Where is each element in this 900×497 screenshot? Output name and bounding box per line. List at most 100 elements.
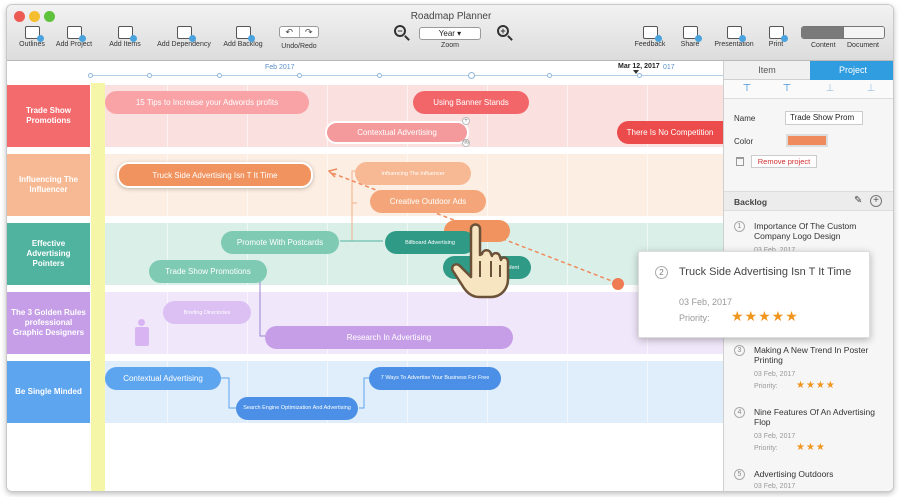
document-view-label: Document <box>847 42 879 49</box>
zoom-in-icon[interactable]: + <box>497 25 509 37</box>
distribute-icon[interactable]: ⊥ <box>866 83 876 94</box>
undo-redo-label: Undo/Redo <box>281 43 317 50</box>
content-view-segment[interactable] <box>802 27 843 38</box>
date-marker-tail: 017 <box>663 64 675 71</box>
feedback-icon <box>642 26 662 42</box>
zoom-label: Zoom <box>441 42 459 49</box>
roadmap-item[interactable]: 15 Tips to Increase your Adwords profits <box>105 91 309 114</box>
tooltip-date: 03 Feb, 2017 <box>679 297 733 307</box>
priority-stars: ★★★ <box>796 442 826 453</box>
window-title: Roadmap Planner <box>410 11 492 22</box>
roadmap-item-dragged[interactable]: Truck Side Advertising Isn T It Time <box>117 162 313 188</box>
zoom-window-button[interactable] <box>44 11 55 22</box>
lane-label-influencer[interactable]: Influencing The Influencer <box>7 154 90 216</box>
alignment-toolbar: ⊤ ⊤ ⊥ ⊥ <box>724 80 893 99</box>
presentation-button[interactable]: Presentation <box>713 26 755 58</box>
roadmap-item[interactable]: Using Banner Stands <box>413 91 529 114</box>
roadmap-item[interactable]: Research In Advertising <box>265 326 513 349</box>
remove-project-button[interactable]: Remove project <box>751 155 817 168</box>
item-add-icon[interactable]: + <box>462 117 470 125</box>
lane-label-single-minded[interactable]: Be Single Minded <box>7 361 90 423</box>
share-button[interactable]: Share <box>677 26 703 58</box>
print-icon <box>768 26 788 42</box>
backlog-item[interactable]: 3 Making A New Trend In Poster Printing … <box>734 345 892 397</box>
close-window-button[interactable] <box>14 11 25 22</box>
roadmap-item[interactable]: Trade Show Promotions <box>149 260 267 283</box>
zoom-out-icon[interactable]: − <box>394 25 406 37</box>
roadmap-item[interactable]: Search Engine Optimization And Advertisi… <box>236 397 358 420</box>
roadmap-item[interactable]: Influencing The Influencer <box>355 162 471 185</box>
timeline-tick <box>377 73 382 78</box>
timeline-tick <box>88 73 93 78</box>
lane-label-golden-rules[interactable]: The 3 Golden Rules professional Graphic … <box>7 292 90 354</box>
roadmap-item[interactable]: Contextual Advertising <box>105 367 221 390</box>
today-column <box>91 83 105 491</box>
item-link-icon[interactable]: % <box>462 139 470 147</box>
roadmap-item[interactable]: Briefing Directories <box>163 301 251 324</box>
hand-pointer-icon <box>451 223 510 299</box>
milestone-figure-icon <box>135 319 149 347</box>
roadmap-item[interactable]: There Is No Competition <box>617 121 723 144</box>
add-backlog-icon <box>235 26 255 42</box>
drag-arrow-icon <box>327 168 338 178</box>
lane-label-trade-show[interactable]: Trade Show Promotions <box>7 85 90 147</box>
drag-handle[interactable] <box>612 278 624 290</box>
app-window: Roadmap Planner Outlines Add Project Add… <box>6 4 894 492</box>
backlog-header: Backlog ✎ + <box>724 191 893 211</box>
tooltip-priority-stars: ★★★★★ <box>731 308 799 324</box>
project-name-input[interactable]: Trade Show Prom <box>785 111 863 125</box>
trash-icon <box>736 157 744 166</box>
feedback-button[interactable]: Feedback <box>633 26 667 58</box>
align-bottom-icon[interactable]: ⊥ <box>825 83 835 94</box>
roadmap-canvas: Feb 2017 Mar 12, 2017 017 Trade Show Pro… <box>7 61 723 491</box>
connector-line <box>218 377 236 409</box>
lane-label-advertising-pointers[interactable]: Effective Advertising Pointers <box>7 223 90 285</box>
backlog-item[interactable]: 4 Nine Features Of An Advertising Flop 0… <box>734 407 892 459</box>
timeline-tick <box>547 73 552 78</box>
grid-line <box>327 83 328 491</box>
view-mode-toggle <box>801 26 885 39</box>
roadmap-item[interactable]: 7 Ways To Advertise Your Business For Fr… <box>369 367 501 390</box>
roadmap-item[interactable]: Promote With Postcards <box>221 231 339 254</box>
date-marker-caret-icon <box>633 70 639 74</box>
outlines-icon <box>24 26 44 42</box>
add-backlog-icon[interactable]: + <box>870 195 882 207</box>
zoom-select[interactable]: Year ▾ <box>419 27 481 40</box>
backlog-item[interactable]: 5 Advertising Outdoors 03 Feb, 2017 <box>734 469 892 491</box>
roadmap-item[interactable]: Creative Outdoor Ads <box>370 190 486 213</box>
tab-project[interactable]: Project <box>810 61 893 80</box>
minimize-window-button[interactable] <box>29 11 40 22</box>
undo-icon[interactable]: ↶ <box>285 27 294 37</box>
date-marker-label: Mar 12, 2017 <box>618 63 660 70</box>
presentation-icon <box>726 26 746 42</box>
month-label: Feb 2017 <box>265 64 295 71</box>
print-button[interactable]: Print <box>765 26 788 58</box>
roadmap-item[interactable]: Billboard Advertising <box>385 231 475 254</box>
tab-item[interactable]: Item <box>724 61 810 80</box>
content-view-label: Content <box>811 42 836 49</box>
align-middle-icon[interactable]: ⊤ <box>782 83 792 94</box>
project-color-swatch[interactable] <box>786 134 828 147</box>
roadmap-item-selected[interactable]: Contextual Advertising <box>325 121 469 144</box>
timeline-tick <box>637 73 642 78</box>
edit-icon[interactable]: ✎ <box>854 195 863 206</box>
redo-icon[interactable]: ↷ <box>298 27 319 37</box>
grid-line <box>407 83 408 491</box>
timeline-line <box>89 75 723 76</box>
backlog-item[interactable]: 1 Importance Of The Custom Company Logo … <box>734 221 892 254</box>
document-view-segment[interactable] <box>842 27 884 38</box>
timeline-ruler: Feb 2017 Mar 12, 2017 017 <box>7 61 723 83</box>
add-items-button[interactable]: Add Items <box>107 26 143 58</box>
grid-line <box>247 83 248 491</box>
timeline-tick <box>217 73 222 78</box>
add-dependency-button[interactable]: Add Dependency <box>155 26 213 58</box>
add-project-button[interactable]: Add Project <box>54 26 94 58</box>
timeline-current-marker[interactable] <box>468 72 475 79</box>
tooltip-title: Truck Side Advertising Isn T It Time <box>679 266 852 278</box>
align-top-icon[interactable]: ⊤ <box>742 83 752 94</box>
undo-redo-control: ↶↷ <box>279 26 319 38</box>
name-label: Name <box>734 114 756 123</box>
add-backlog-button[interactable]: Add Backlog <box>221 26 265 58</box>
grid-line <box>167 83 168 491</box>
outlines-button[interactable]: Outlines <box>17 26 47 58</box>
